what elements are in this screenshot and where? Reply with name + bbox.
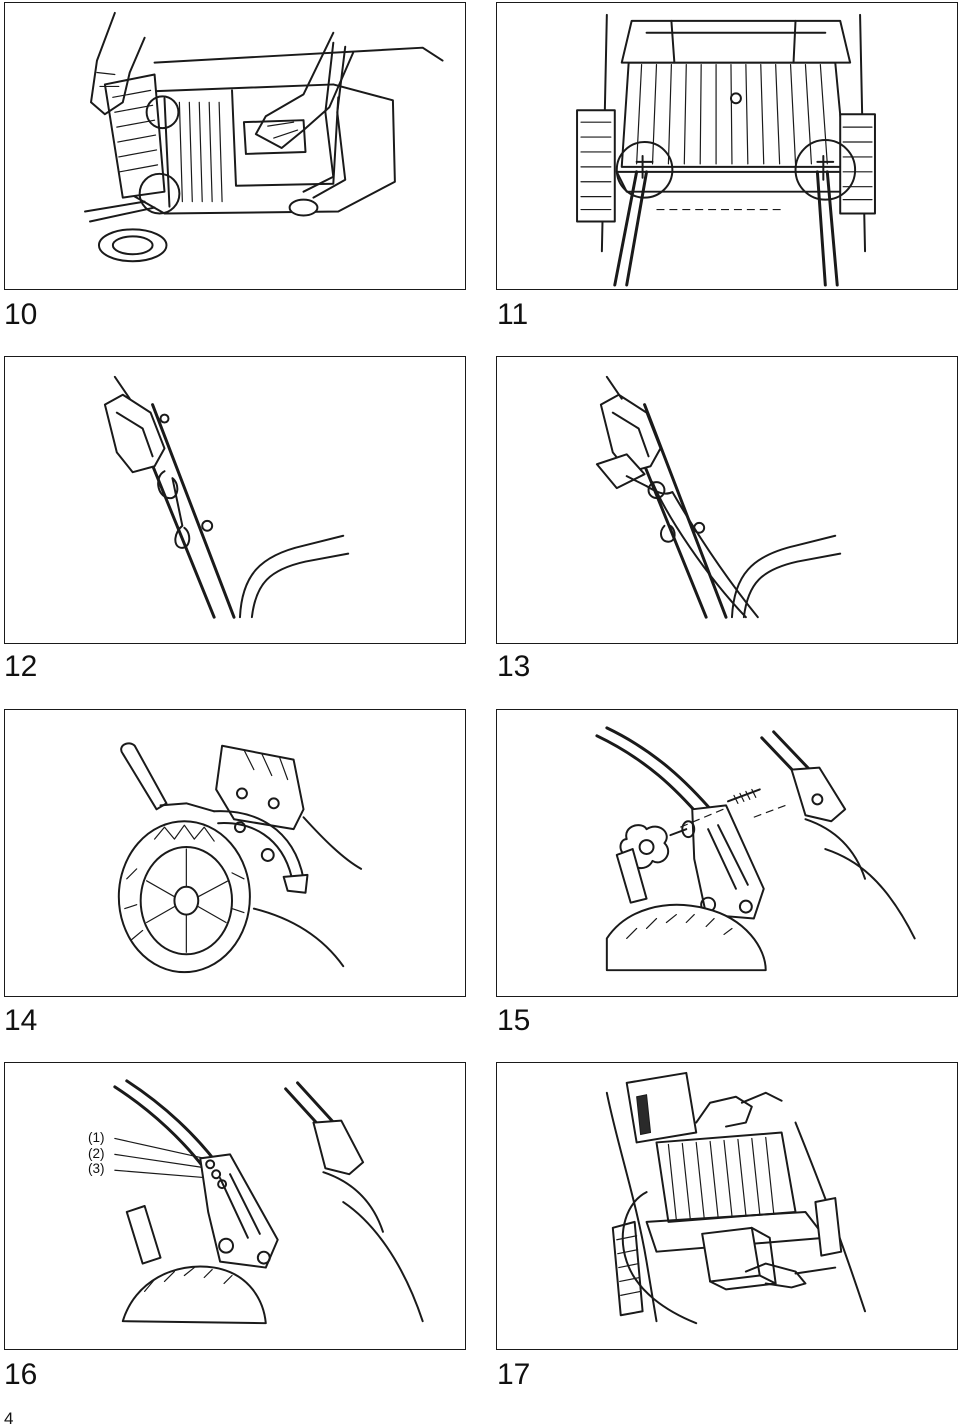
handle-cable-clip-icon bbox=[103, 375, 350, 619]
height-adjust-lever-icon bbox=[117, 742, 363, 974]
handle-height-positions-icon bbox=[113, 1079, 424, 1325]
figure-10-panel bbox=[4, 2, 466, 290]
callout-3: (3) bbox=[88, 1161, 105, 1176]
figure-12-number: 12 bbox=[4, 650, 38, 683]
page-number: 4 bbox=[4, 1409, 14, 1428]
figure-12-panel bbox=[4, 356, 466, 644]
figure-16-panel bbox=[4, 1062, 466, 1350]
figure-14-panel bbox=[4, 709, 466, 997]
callout-2: (2) bbox=[88, 1145, 105, 1161]
figure-17-number: 17 bbox=[497, 1358, 531, 1391]
figure-13-number: 13 bbox=[497, 650, 531, 683]
figure-17-panel bbox=[496, 1062, 958, 1350]
handle-cable-routing-icon bbox=[595, 375, 842, 619]
figure-11-panel bbox=[496, 2, 958, 290]
figure-11-number: 11 bbox=[497, 298, 529, 331]
grass-catcher-installation-icon bbox=[84, 11, 444, 263]
figure-16-callouts: (1) (2) (3) bbox=[88, 1130, 105, 1177]
figure-15-number: 15 bbox=[497, 1004, 531, 1037]
figure-16-number: 16 bbox=[4, 1358, 38, 1391]
callout-1: (1) bbox=[88, 1130, 105, 1145]
figure-10-number: 10 bbox=[4, 298, 38, 331]
figure-13-panel bbox=[496, 356, 958, 644]
handle-bracket-bolt-knob-icon bbox=[595, 726, 916, 972]
catcher-hooks-on-rear-axle-icon bbox=[576, 13, 876, 287]
figure-14-number: 14 bbox=[4, 1004, 38, 1037]
grass-catcher-removal-icon bbox=[605, 1071, 867, 1325]
figure-15-panel bbox=[496, 709, 958, 997]
